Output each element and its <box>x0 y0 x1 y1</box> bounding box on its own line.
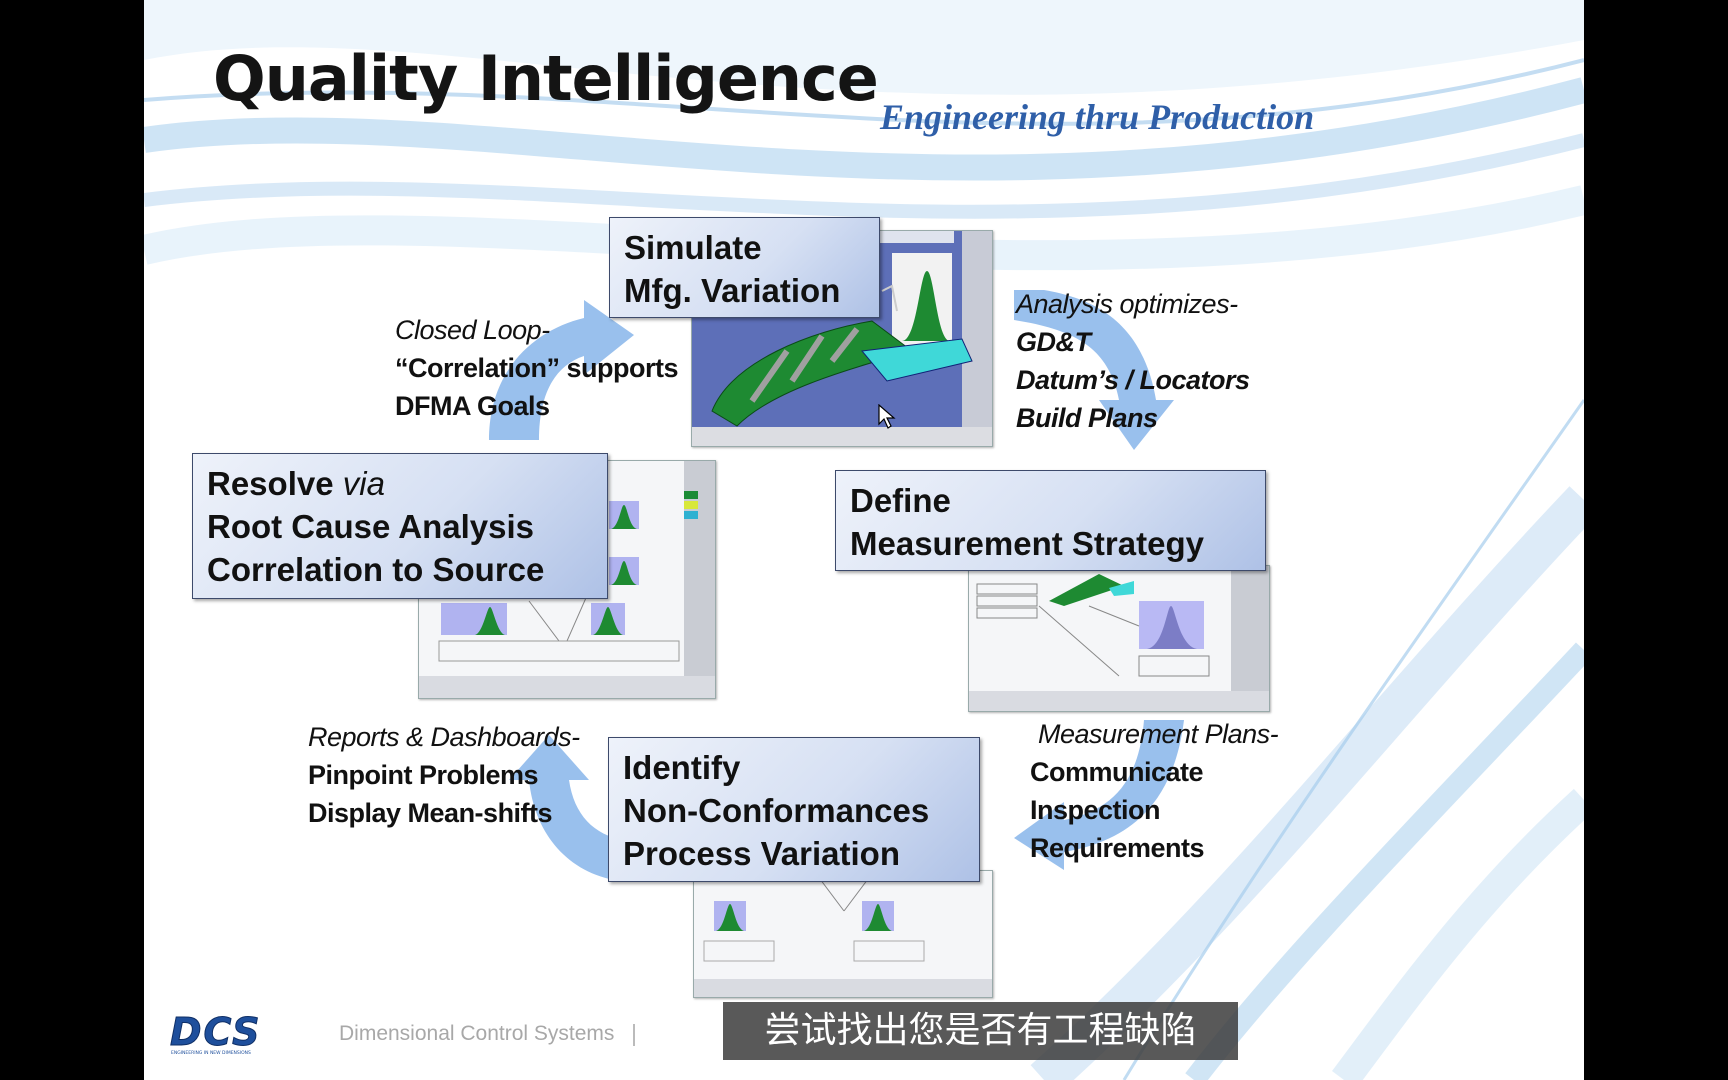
resolve-word: Resolve <box>207 465 343 502</box>
slide-subtitle: Engineering thru Production <box>880 97 1315 137</box>
reports-heading: Reports & Dashboards- <box>308 722 580 752</box>
dcs-logo: DCS ENGINEERING IN NEW DIMENSIONS <box>170 1016 261 1056</box>
logo-text: DCS <box>170 1016 261 1054</box>
simulate-line-1: Simulate <box>624 229 762 266</box>
measurement-plan-image <box>969 566 1269 711</box>
define-line-2: Measurement Strategy <box>850 525 1204 562</box>
resolve-box: Resolve via Root Cause Analysis Correlat… <box>192 453 608 599</box>
reports-line-1: Pinpoint Problems <box>308 760 539 790</box>
define-box: Define Measurement Strategy <box>835 470 1266 571</box>
reports-note: Reports & Dashboards- Pinpoint Problems … <box>308 718 580 832</box>
logo-tagline: ENGINEERING IN NEW DIMENSIONS <box>171 1050 251 1056</box>
footer-company: Dimensional Control Systems <box>339 1022 615 1045</box>
identify-box: Identify Non-Conformances Process Variat… <box>608 737 980 882</box>
identify-line-3: Process Variation <box>623 835 900 872</box>
analysis-heading: Analysis optimizes- <box>1016 289 1238 319</box>
simulate-line-2: Mfg. Variation <box>624 272 841 309</box>
cad-part-image <box>692 231 992 446</box>
arrow-top-left <box>489 300 634 440</box>
dashboard-image <box>694 871 992 997</box>
simulate-box: Simulate Mfg. Variation <box>609 217 880 318</box>
cycle-arrows <box>489 290 1184 880</box>
resolve-via: via <box>342 465 385 502</box>
arrow-bottom-right <box>1014 720 1184 870</box>
analysis-note: Analysis optimizes- GD&T Datum’s / Locat… <box>1016 285 1250 437</box>
analysis-line-2: Datum’s / Locators <box>1016 365 1250 395</box>
measurement-plans-line-2: Inspection <box>1030 795 1161 825</box>
subtitle-caption: 尝试找出您是否有工程缺陷 <box>723 1002 1238 1060</box>
measurement-plans-heading: Measurement Plans- <box>1038 719 1279 749</box>
slide: Quality Intelligence Engineering thru Pr… <box>144 0 1584 1080</box>
identify-line-1: Identify <box>623 749 741 786</box>
measurement-plans-line-3: Requirements <box>1030 833 1205 863</box>
footer-divider <box>633 1024 635 1046</box>
analysis-line-1: GD&T <box>1016 327 1091 357</box>
closed-loop-heading: Closed Loop- <box>395 315 550 345</box>
measurement-plan-screenshot <box>968 565 1270 712</box>
measurement-plans-line-1: Communicate <box>1030 757 1204 787</box>
arrow-top-right <box>1014 290 1174 450</box>
measurement-plans-note: Measurement Plans- Communicate Inspectio… <box>1030 715 1279 867</box>
resolve-line-1: Resolve via <box>207 462 593 505</box>
slide-title: Quality Intelligence <box>213 42 879 115</box>
arrow-bottom-left <box>509 735 624 880</box>
closed-loop-note: Closed Loop- “Correlation” supports DFMA… <box>395 311 679 425</box>
identify-line-2: Non-Conformances <box>623 792 930 829</box>
closed-loop-line-1: “Correlation” supports <box>395 353 679 383</box>
resolve-line-3: Correlation to Source <box>207 551 545 588</box>
dashboard-screenshot <box>693 870 993 998</box>
mouse-cursor-icon <box>878 404 896 429</box>
analysis-line-3: Build Plans <box>1016 403 1158 433</box>
resolve-line-2: Root Cause Analysis <box>207 508 535 545</box>
background-swoosh <box>144 0 1584 1080</box>
define-line-1: Define <box>850 482 951 519</box>
reports-line-2: Display Mean-shifts <box>308 798 553 828</box>
closed-loop-line-2: DFMA Goals <box>395 391 550 421</box>
